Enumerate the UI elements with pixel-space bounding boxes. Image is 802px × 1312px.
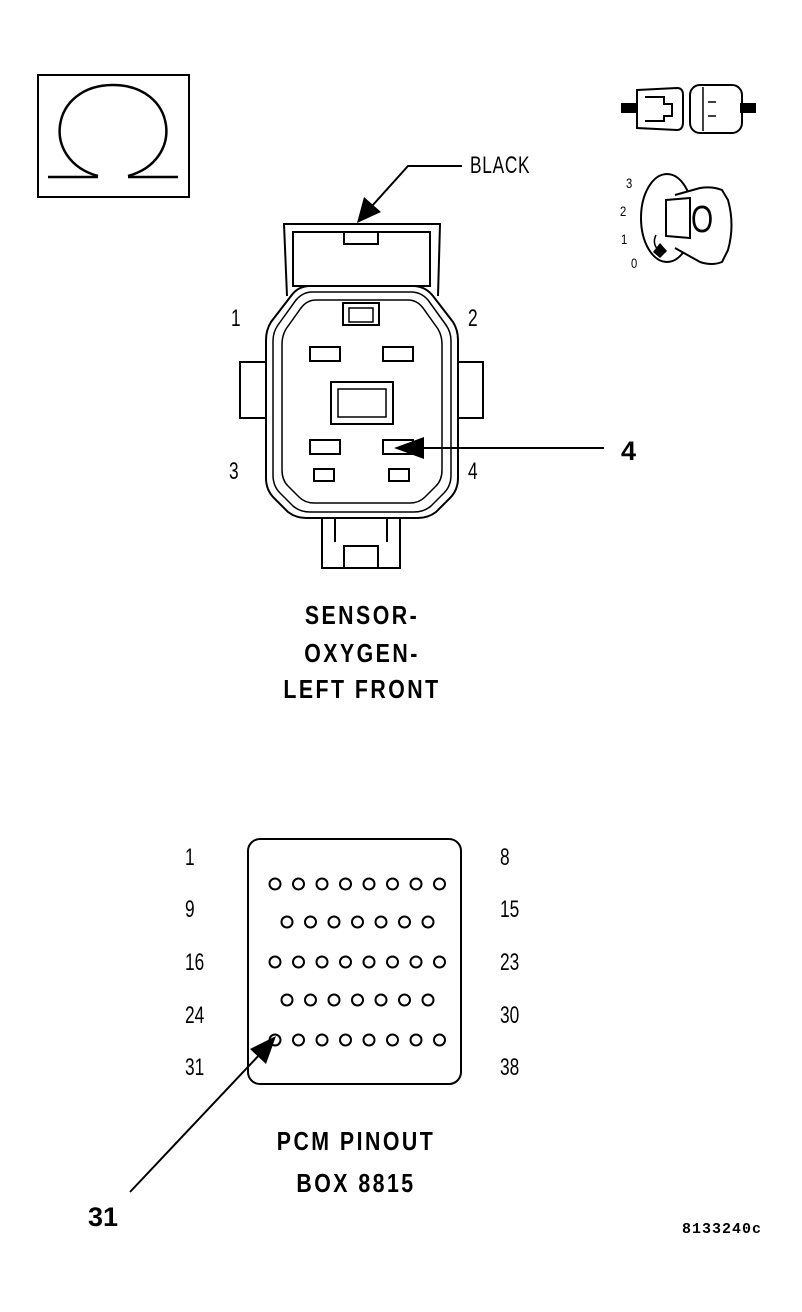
pcm-pin-hole	[339, 955, 352, 969]
pcm-pin-hole	[398, 915, 411, 929]
pcm-pin-hole	[292, 1033, 305, 1047]
pcm-pin-hole	[327, 993, 341, 1007]
sensor-pin-label-1: 1	[231, 305, 241, 332]
sensor-title-line-2: OXYGEN-	[304, 638, 420, 668]
pcm-row-end-label: 38	[500, 1054, 520, 1081]
pcm-row-end-label: 23	[500, 949, 520, 976]
pcm-row-start-label: 31	[185, 1054, 205, 1081]
pcm-title-line-2: BOX 8815	[296, 1168, 416, 1198]
pcm-pin-hole	[268, 877, 282, 891]
pcm-pin-hole	[315, 955, 329, 969]
ignition-position-1: 1	[621, 231, 628, 247]
pcm-pin-hole	[327, 915, 341, 929]
pcm-pin-hole	[280, 993, 294, 1007]
pcm-row-start-label: 9	[185, 896, 195, 923]
figure-id: 8133240c	[682, 1221, 763, 1238]
sensor-pin-label-2: 2	[468, 305, 478, 332]
pin-4-callout: 4	[621, 436, 637, 466]
pcm-row-start-label: 24	[185, 1002, 205, 1029]
pcm-pin-hole	[421, 993, 435, 1007]
pcm-row-end-label: 30	[500, 1002, 520, 1029]
pcm-pin-hole	[351, 993, 364, 1007]
pcm-pin-hole	[386, 877, 399, 891]
pin-31-callout-arrow	[129, 1036, 276, 1193]
pcm-pin-hole	[304, 915, 317, 929]
connector-color-label: BLACK	[470, 152, 531, 179]
pcm-pin-hole	[351, 915, 364, 929]
color-leader-arrow	[357, 165, 462, 223]
pcm-pin-hole	[409, 955, 423, 969]
pcm-pin-hole	[409, 1033, 423, 1047]
sensor-title-line-1: SENSOR-	[304, 600, 420, 630]
pin-31-callout: 31	[88, 1202, 119, 1232]
disconnected-connector-icon	[621, 84, 756, 134]
pcm-pin-hole	[292, 877, 305, 891]
pcm-pin-hole	[386, 1033, 399, 1047]
pcm-pin-hole	[339, 877, 352, 891]
pcm-connector	[247, 838, 462, 1085]
pcm-pin-hole	[339, 1033, 352, 1047]
ignition-position-2: 2	[620, 203, 627, 219]
sensor-pin-label-3: 3	[229, 458, 239, 485]
ignition-position-3: 3	[626, 175, 633, 191]
pcm-pin-hole	[292, 955, 305, 969]
ignition-position-0: 0	[631, 255, 638, 271]
ohm-symbol-icon	[37, 74, 190, 198]
pcm-pin-grid	[268, 877, 446, 1047]
pcm-pin-hole	[433, 877, 446, 891]
pcm-pin-hole	[315, 877, 329, 891]
pcm-pin-hole	[374, 915, 388, 929]
pcm-title-line-1: PCM PINOUT	[276, 1126, 436, 1156]
key-label: O	[691, 199, 714, 241]
ignition-switch-icon	[640, 173, 733, 265]
pcm-pin-hole	[398, 993, 411, 1007]
pcm-pin-hole	[362, 955, 376, 969]
oxygen-sensor-connector	[239, 223, 484, 569]
pcm-pin-hole	[315, 1033, 329, 1047]
pcm-pin-hole	[268, 955, 282, 969]
pcm-pin-hole	[433, 1033, 446, 1047]
pcm-row-end-label: 8	[500, 844, 510, 871]
pcm-row-end-label: 15	[500, 896, 520, 923]
pcm-pin-hole	[362, 1033, 376, 1047]
pin-4-callout-arrow	[394, 437, 604, 459]
pcm-pin-hole	[386, 955, 399, 969]
pcm-pin-hole	[409, 877, 423, 891]
pcm-pin-hole	[280, 915, 294, 929]
pcm-row-start-label: 1	[185, 844, 195, 871]
pcm-pin-hole	[304, 993, 317, 1007]
sensor-pin-label-4: 4	[468, 458, 478, 485]
pcm-pin-hole	[421, 915, 435, 929]
pcm-pin-hole	[362, 877, 376, 891]
sensor-title-line-3: LEFT FRONT	[283, 674, 441, 704]
pcm-row-start-label: 16	[185, 949, 205, 976]
pcm-pin-hole	[433, 955, 446, 969]
pcm-pin-hole	[374, 993, 388, 1007]
